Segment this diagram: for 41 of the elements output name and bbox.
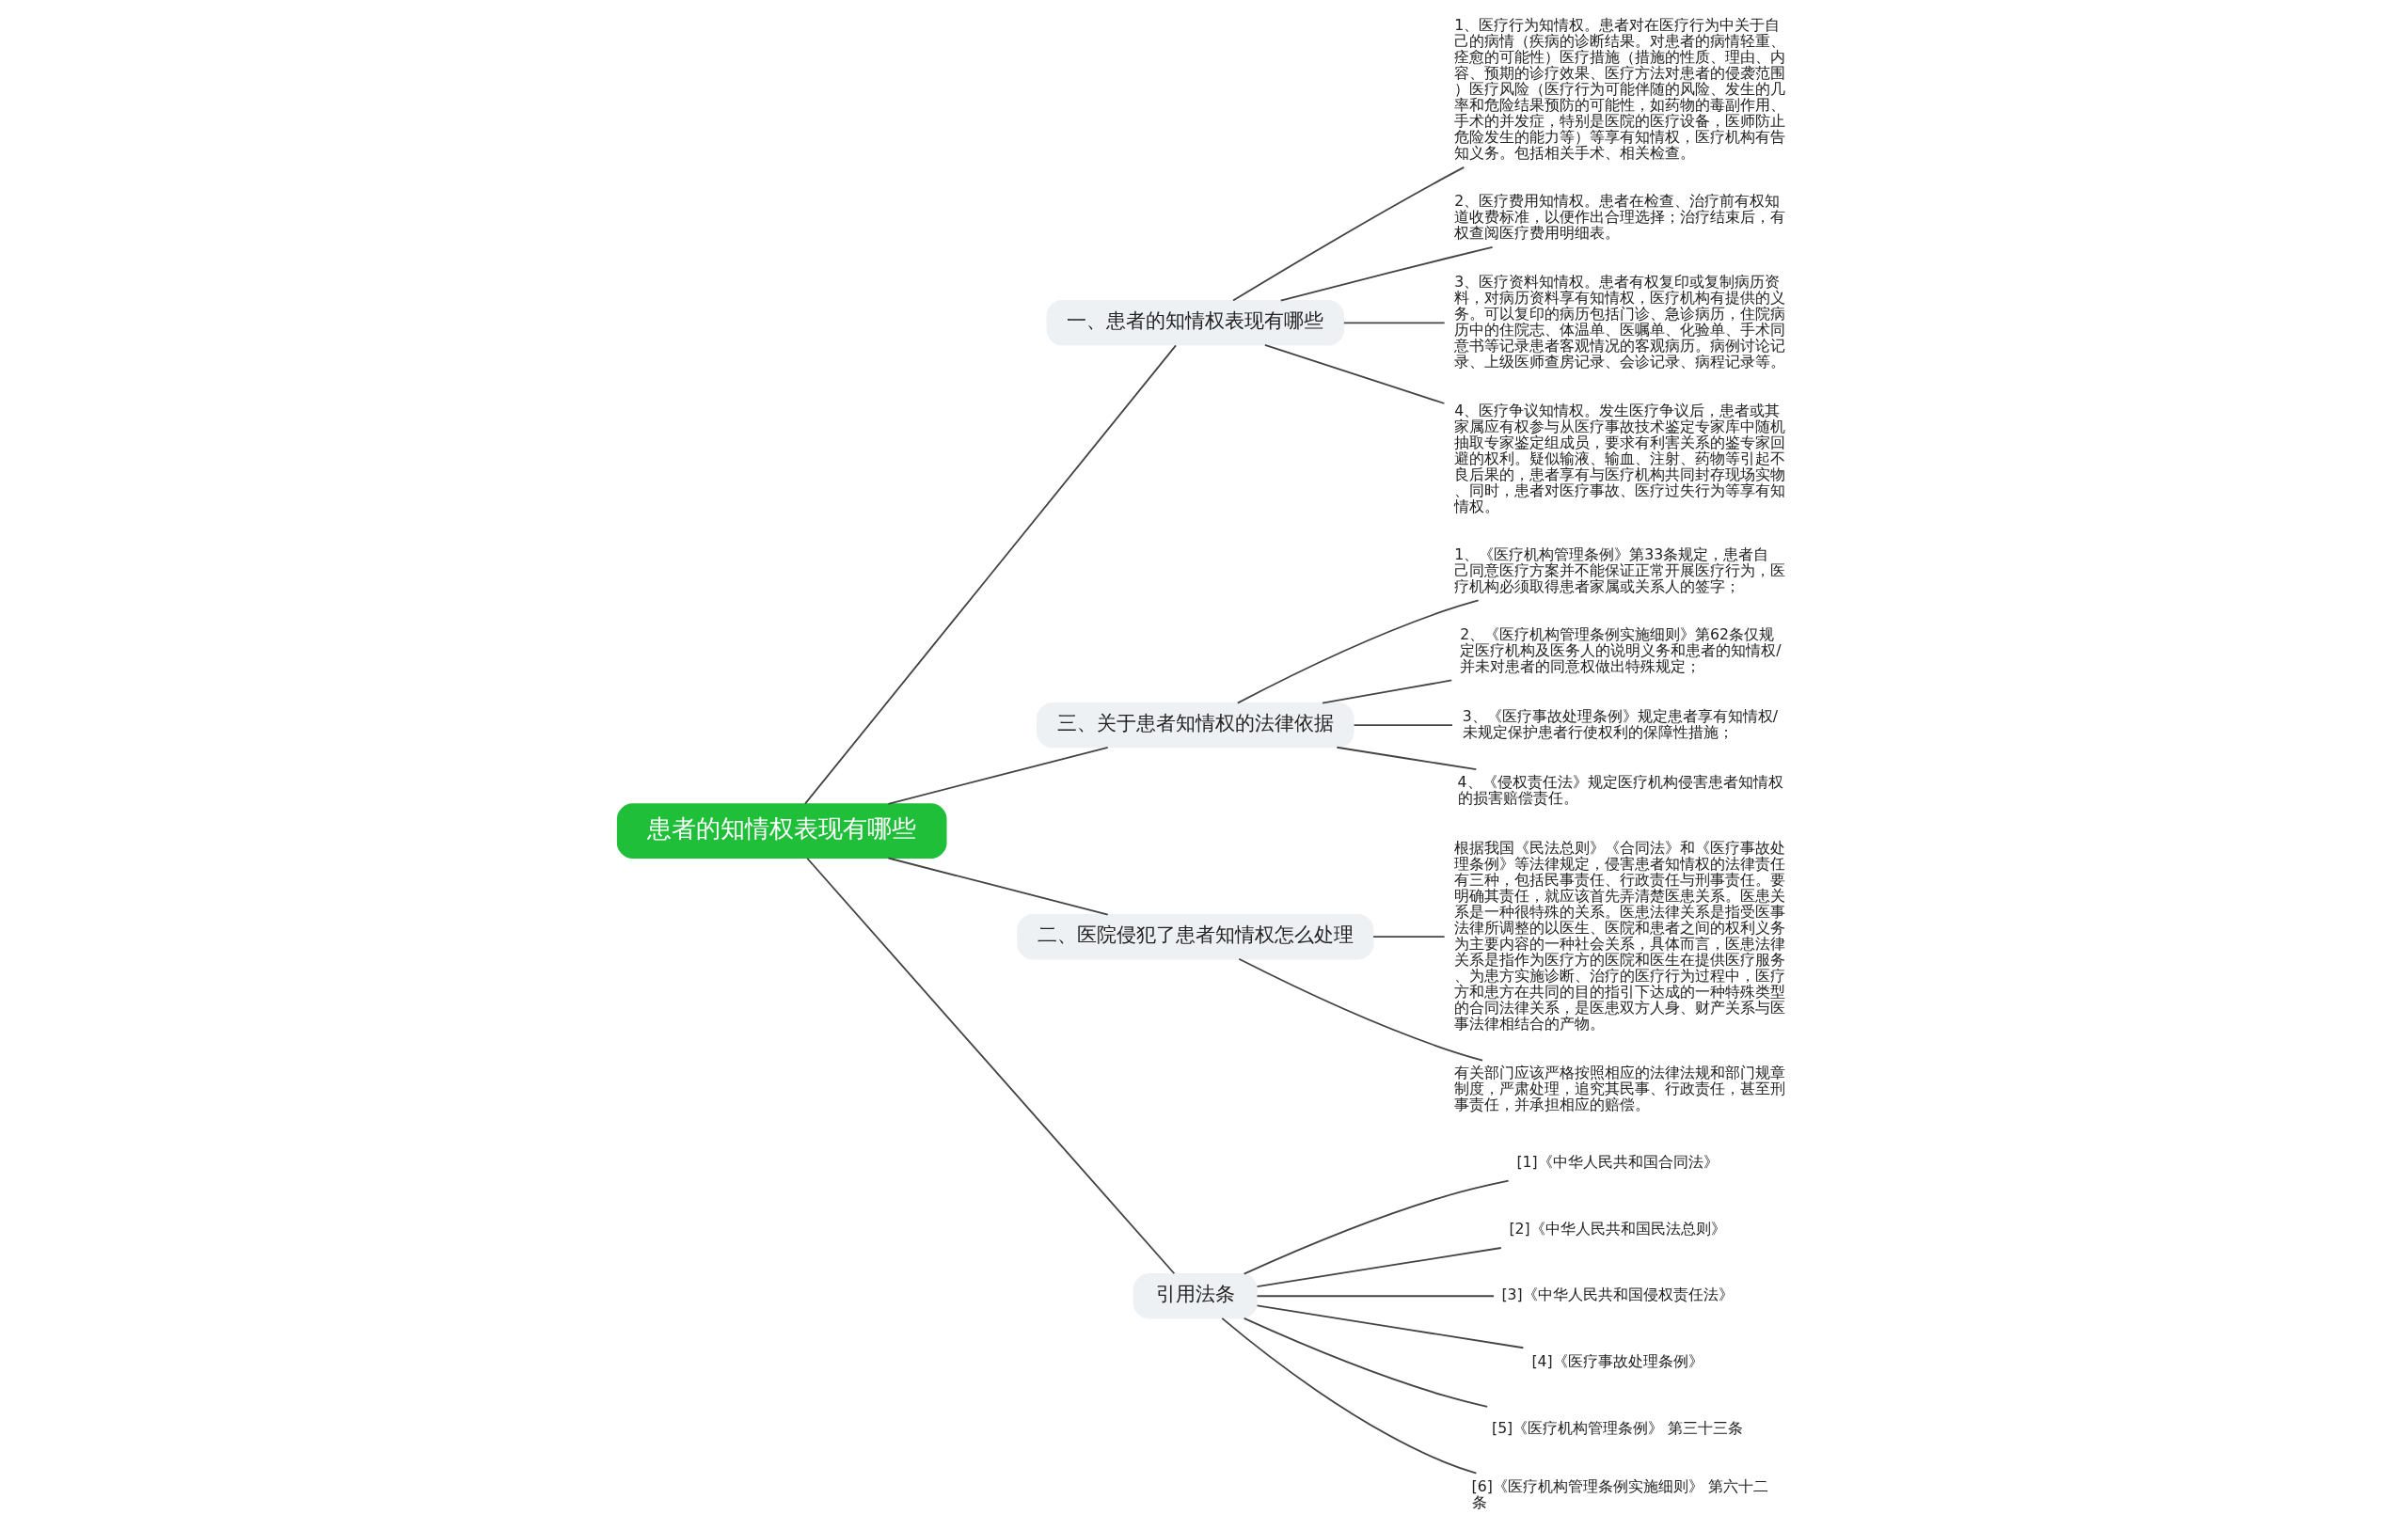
connector (804, 344, 1177, 805)
connector (1256, 1246, 1502, 1287)
connector (1279, 245, 1494, 302)
connector (887, 857, 1109, 915)
node-text: 1、《医疗机构管理条例》第33条规定，患者自己同意医疗方案并不能保证正常开展医疗行为，医疗机构必须取得患者家属或关系人的签字； (1454, 544, 1786, 595)
connector (806, 857, 1176, 1274)
connector (1353, 723, 1453, 726)
node-box: 二、医院侵犯了患者知情权怎么处理 (1017, 913, 1374, 959)
node-text: [1]《中华人民共和国合同法》 (1516, 1152, 1719, 1171)
node-text: 3、《医疗事故处理条例》规定患者享有知情权/未规定保护患者行使权利的保障性措施； (1462, 706, 1779, 741)
connector (1256, 1304, 1525, 1349)
node-text: 根据我国《民法总则》《合同法》和《医疗事故处理条例》等法律规定，侵害患者知情权的法律责任有三种，包括民事责任、行政责任与刑事责任。要明确其责任，就应该首先弄清楚医患关系。医患关系是一种很特殊的关系。医患法律关系是指受医事法律所调整的以医生、医院和患者之间的权利义务为主要内容的一种社会关系，具体而言，医患法律关系是指作为医疗方的医院和医生在提供医疗服务、为患方实施诊断、治疗的医疗行为过程中，医疗方和患方在共同的目的指引下达成的一种特殊类型的合同法律关系，是医患双方人身、财产关系与医事法律相结合的产物。 (1454, 838, 1786, 1033)
node-text: 2、医疗费用知情权。患者在检查、治疗前有权知道收费标准，以便作出合理选择；治疗结束后，有权查阅医疗费用明细表。 (1454, 191, 1786, 242)
node-text: 2、《医疗机构管理条例实施细则》第62条仅规定医疗机构及医务人的说明义务和患者的知情权/并未对患者的同意权做出特殊规定； (1460, 624, 1782, 675)
node-text: [3]《中华人民共和国侵权责任法》 (1501, 1285, 1734, 1303)
node-text: 4、医疗争议知情权。发生医疗争议后，患者或其家属应有权参与从医疗事故技术鉴定专家库中随机抽取专家鉴定组成员，要求有利害关系的鉴专家回避的权利。疑似输液、输血、注射、药物等引起不良后果的，患者享有与医疗机构共同封存现场实物、同时，患者对医疗事故、医疗过失行为等享有知情权。 (1454, 401, 1786, 515)
connector (1336, 746, 1478, 770)
node-text: 4、《侵权责任法》规定医疗机构侵害患者知情权的损害赔偿责任。 (1457, 772, 1783, 807)
node-text: 3、医疗资料知情权。患者有权复印或复制病历资料，对病历资料享有知情权，医疗机构有提供的义务。可以复印的病历包括门诊、急诊病历，住院病历中的住院志、体温单、医嘱单、化验单、手术同意书等记录患者客观情况的客观病历。病例讨论记录、上级医师查房记录、会诊记录、病程记录等。 (1454, 272, 1786, 371)
connector (1238, 957, 1483, 1062)
node-text: 有关部门应该严格按照相应的法律法规和部门规章制度，严肃处理，追究其民事、行政责任，甚至刑事责任，并承担相应的赔偿。 (1454, 1062, 1786, 1112)
connector (1232, 166, 1465, 301)
connector (1372, 935, 1446, 938)
node-box: 引用法条 (1133, 1272, 1258, 1318)
node-box: 一、患者的知情权表现有哪些 (1046, 299, 1345, 345)
connector (1263, 343, 1446, 404)
node-text: [6]《医疗机构管理条例实施细则》 第六十二条 (1471, 1476, 1768, 1511)
connector (1256, 1294, 1496, 1297)
node-box: 患者的知情权表现有哪些 (616, 802, 947, 859)
node-text: [2]《中华人民共和国民法总则》 (1509, 1219, 1726, 1238)
connector (1221, 1317, 1478, 1474)
connector (887, 746, 1109, 805)
node-text: [4]《医疗事故处理条例》 (1531, 1351, 1703, 1370)
connector (1236, 599, 1480, 703)
connector (1322, 679, 1453, 703)
node-text: [5]《医疗机构管理条例》 第三十三条 (1492, 1418, 1744, 1437)
node-box: 三、关于患者知情权的法律依据 (1037, 702, 1354, 748)
connector (1342, 321, 1446, 323)
connector (1243, 1179, 1510, 1274)
node-text: 1、医疗行为知情权。患者对在医疗行为中关于自己的病情（疾病的诊断结果。对患者的病情轻重、痊愈的可能性）医疗措施（措施的性质、理由、内容、预期的诊疗效果、医疗方法对患者的侵袭范围）医疗风险（医疗行为可能伴随的风险、发生的几率和危险结果预防的可能性，如药物的毒副作用、手术的并发症，特别是医院的医疗设备，医师防止危险发生的能力等）等享有知情权，医疗机构有告知义务。包括相关手术、相关检查。 (1454, 15, 1786, 162)
connector (1243, 1317, 1488, 1408)
